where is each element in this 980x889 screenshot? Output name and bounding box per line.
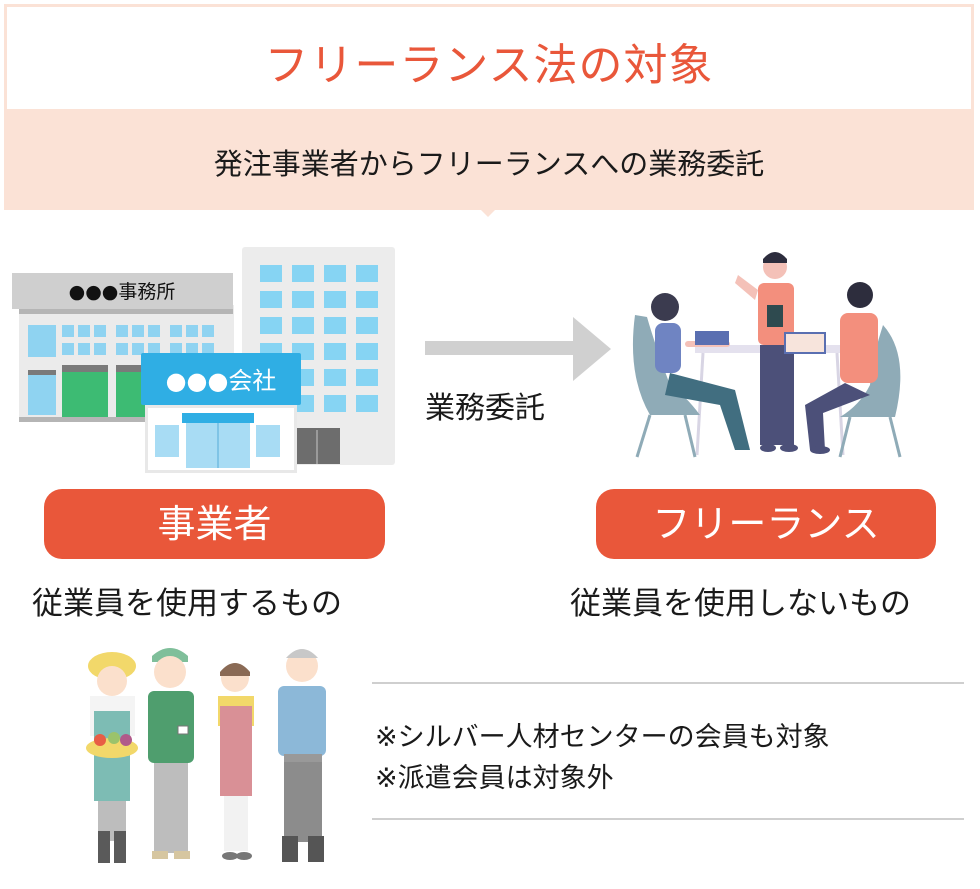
company-sign: ●●●会社 — [166, 367, 277, 395]
business-description: 従業員を使用するもの — [32, 586, 342, 622]
arrow-label: 業務委託 — [425, 391, 545, 426]
buildings-illustration: ●●●事務所 ●●●会社 — [12, 247, 395, 473]
arrow-right-icon — [573, 317, 611, 381]
business-label: 事業者 — [157, 502, 272, 546]
senior-workers-illustration — [86, 648, 326, 863]
freelance-label: フリーランス — [652, 502, 880, 546]
freelance-description: 従業員を使用しないもの — [570, 586, 911, 622]
office-sign: ●●●事務所 — [69, 281, 176, 303]
subtitle-band: 発注事業者からフリーランスへの業務委託 — [4, 109, 974, 210]
freelancers-illustration — [632, 252, 902, 458]
arrow-shaft — [425, 341, 573, 355]
freelance-label-badge: フリーランス — [596, 489, 936, 559]
notes-bottom-divider — [372, 818, 964, 820]
note-item: ※シルバー人材センターの会員も対象 — [375, 722, 830, 753]
header-box: フリーランス法の対象 発注事業者からフリーランスへの業務委託 — [4, 4, 974, 210]
down-pointer-icon — [474, 203, 502, 217]
note-item: ※派遣会員は対象外 — [375, 763, 614, 794]
business-label-badge: 事業者 — [44, 489, 385, 559]
notes-top-divider — [372, 682, 964, 684]
page-subtitle: 発注事業者からフリーランスへの業務委託 — [213, 147, 765, 181]
page-title: フリーランス法の対象 — [264, 40, 714, 91]
